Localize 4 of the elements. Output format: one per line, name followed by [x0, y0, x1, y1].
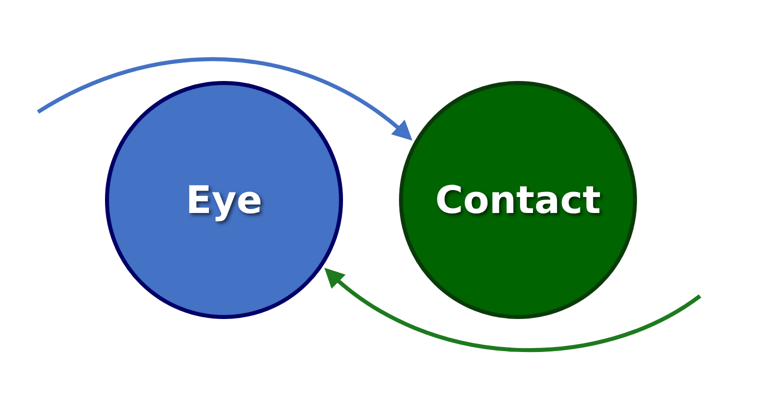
node-label: Eye [186, 178, 262, 222]
curved-arrow [37, 57, 413, 140]
node-label: Contact [435, 178, 601, 222]
curved-arrow [324, 268, 702, 352]
